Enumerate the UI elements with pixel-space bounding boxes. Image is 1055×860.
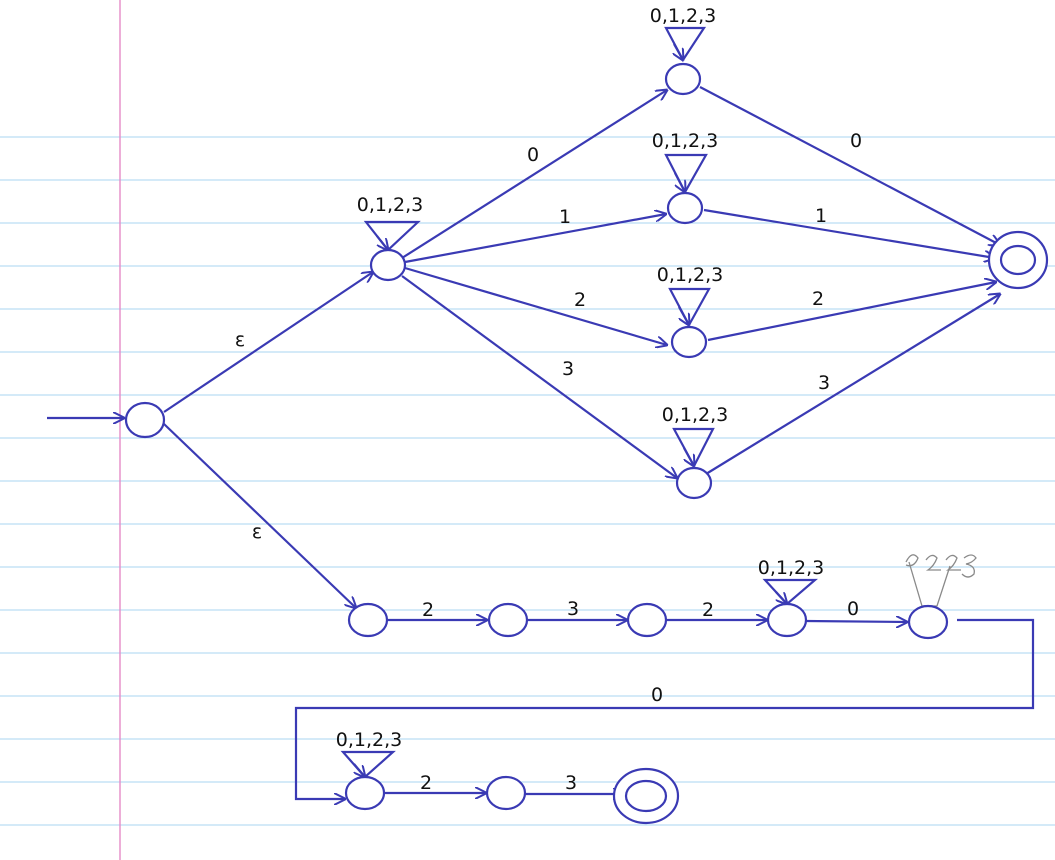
loop-top-s0-arrow [674,43,683,60]
edge-label: 2 [702,599,714,621]
loop-bottom-arrow [353,763,365,777]
edge-s1-final [703,208,995,258]
loop-s2 [668,287,711,328]
state-chain-4 [766,602,808,638]
edge-label: 3 [567,598,579,620]
loop-hub [363,220,421,252]
loop-label: 0,1,2,3 [652,130,718,152]
edge-s3-final [705,294,1000,475]
edge-label: 1 [815,205,827,227]
edge-hub-s0 [401,90,667,259]
edge-eps-upper [163,272,373,413]
loop-s3-arrow [683,447,694,466]
edge-hub-s1 [404,214,666,264]
edge-label: 3 [565,772,577,794]
edge-s0-final [699,86,1000,245]
edge-label: 2 [812,288,824,310]
loop-s3 [672,427,715,469]
loop-top-s0 [664,26,707,63]
loop-label: 0,1,2,3 [650,5,716,27]
edge-label: 2 [422,599,434,621]
loop-label: 0,1,2,3 [662,404,728,426]
edge-label: ε [252,521,262,543]
loop-s1-arrow [674,172,685,192]
state-hub [369,248,407,282]
state-final-lower-inner [624,779,668,813]
ruled-lines [0,136,1055,826]
loop-label: 0,1,2,3 [758,557,824,579]
edge-hub-s2 [404,266,667,345]
state-chain-2 [487,602,529,638]
edge-eps-lower [163,423,356,608]
loop-chain [762,578,818,606]
pencil-loop-sketch [905,554,977,607]
loop-chain-arrow [776,591,787,604]
edge-wraparound [294,618,1035,799]
state-branch-0 [664,62,702,96]
edge-hub-s3 [401,275,677,478]
edge-label: 3 [818,372,830,394]
state-branch-2 [670,325,708,359]
state-chain-1 [347,602,389,638]
edge-label: 0 [850,130,862,152]
loop-label: 0,1,2,3 [657,264,723,286]
edge-label: 2 [574,289,586,311]
state-branch-3 [675,466,713,500]
state-branch-1 [666,191,704,225]
state-chain-3 [626,602,668,638]
edge-label: ε [235,329,245,351]
edge-label: 0 [651,684,663,706]
loop-label: 0,1,2,3 [336,729,402,751]
loop-s1 [664,153,708,195]
state-tail-1 [344,775,386,811]
edge-s2-final [707,282,996,342]
state-start [124,401,166,439]
edge-label: 1 [559,206,571,228]
edge-label: 0 [847,598,859,620]
loop-hub-arrow [376,235,388,250]
edge-label: 3 [562,358,574,380]
state-tail-2 [485,775,527,811]
loop-bottom [340,750,396,779]
loop-s2-arrow [678,306,689,325]
loop-label: 0,1,2,3 [357,194,423,216]
state-final-upper-inner [999,244,1037,276]
edge-chain-4 [805,621,907,622]
state-chain-5 [907,604,949,640]
edge-label: 2 [420,772,432,794]
edge-label: 0 [527,144,539,166]
